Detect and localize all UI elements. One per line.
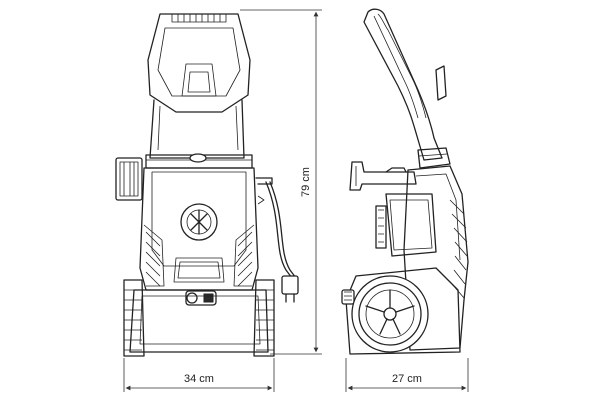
side-wheel (351, 275, 429, 353)
side-view (341, 8, 469, 355)
front-width-dimension: 34 cm (123, 358, 275, 392)
lance-holder (349, 161, 417, 191)
left-wheel-front (123, 279, 145, 357)
side-depth-label: 27 cm (392, 373, 422, 385)
hose-reel (115, 157, 143, 201)
front-width-label: 34 cm (184, 373, 214, 385)
pressure-dial (180, 203, 218, 241)
height-label: 79 cm (300, 167, 312, 197)
power-switch (185, 290, 217, 306)
side-vents (375, 205, 387, 249)
right-wheel-front (253, 279, 275, 357)
handle-hook (435, 65, 447, 101)
front-view (115, 13, 299, 357)
power-cord (255, 177, 299, 303)
water-inlet (341, 289, 355, 305)
top-cap (189, 153, 207, 163)
side-grille-right (233, 224, 255, 287)
side-grille-left (143, 224, 165, 287)
handle-grip-slots (177, 14, 221, 22)
side-depth-dimension: 27 cm (345, 358, 469, 392)
height-dimension: 79 cm (240, 9, 322, 355)
